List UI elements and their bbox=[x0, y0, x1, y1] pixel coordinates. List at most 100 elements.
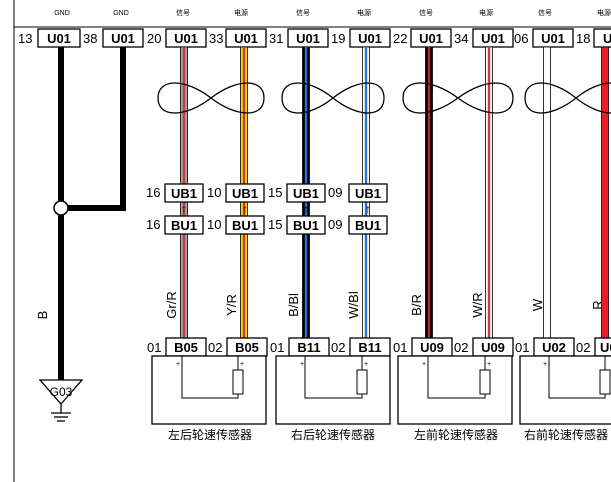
pin-number: 18 bbox=[576, 31, 590, 46]
connector-label: U01 bbox=[296, 31, 320, 46]
pin-number: 01 bbox=[393, 340, 407, 355]
pin-number: 02 bbox=[208, 340, 222, 355]
twisted-pair-icon bbox=[524, 82, 611, 114]
resistor-icon bbox=[599, 369, 611, 395]
svg-text:+: + bbox=[176, 361, 180, 368]
connector-label: B05 bbox=[235, 340, 259, 355]
top-pin: 20 U01 bbox=[147, 28, 207, 48]
twisted-pair-symbols bbox=[157, 82, 611, 114]
connector-label: UB1 bbox=[171, 186, 197, 201]
arrow-icon: ↑ bbox=[242, 202, 248, 216]
wire-code-labels: Gr/R Y/R B/Bl W/Bl B/R W/R W R bbox=[164, 291, 605, 319]
connector-box bbox=[349, 28, 391, 48]
pin-number: 16 bbox=[146, 185, 160, 200]
sensor-box: + + 右后轮速传感器 bbox=[275, 355, 391, 442]
bottom-pin: 02 B11 bbox=[331, 337, 391, 357]
pin-number: 19 bbox=[331, 31, 345, 46]
pin-number: 01 bbox=[270, 340, 284, 355]
resistor-icon bbox=[479, 369, 491, 395]
connector-label: UB1 bbox=[355, 186, 381, 201]
arrow-icon: ↑ bbox=[365, 202, 371, 216]
svg-text:+: + bbox=[300, 361, 304, 368]
inline-connector-pair: 15 UB1 ↑ 15 BU1 bbox=[268, 183, 326, 235]
ground-wires: B bbox=[35, 47, 126, 380]
connector-box bbox=[593, 28, 611, 48]
connector-label: U02 bbox=[600, 340, 611, 355]
wire-code-label: W/R bbox=[470, 292, 485, 317]
bottom-pin: 01 U09 bbox=[393, 337, 453, 357]
top-pin: 34 U01 bbox=[454, 28, 514, 48]
twisted-pair-icon bbox=[402, 82, 514, 114]
splice-point bbox=[53, 200, 69, 216]
top-pin: 18 U01 bbox=[576, 28, 611, 48]
resistor-icon bbox=[356, 369, 368, 395]
connector-label: U01 bbox=[419, 31, 443, 46]
top-pin: 19 U01 bbox=[331, 28, 391, 48]
twisted-pair-icon bbox=[281, 82, 385, 114]
bottom-pin: 01 U02 bbox=[515, 337, 575, 357]
connector-label: BU1 bbox=[171, 218, 197, 233]
func-label: GND bbox=[113, 10, 129, 17]
pin-number: 09 bbox=[328, 217, 342, 232]
wire-code-label: R bbox=[590, 300, 605, 309]
connector-label: U01 bbox=[481, 31, 505, 46]
connector-label: B11 bbox=[297, 340, 320, 355]
connector-label: BU1 bbox=[232, 218, 258, 233]
pin-number: 02 bbox=[331, 340, 345, 355]
top-pin: 13 U01 bbox=[18, 28, 81, 48]
connector-label: U01 bbox=[603, 31, 611, 46]
svg-text:+: + bbox=[364, 361, 368, 368]
func-label: GND bbox=[54, 10, 70, 17]
connector-label: BU1 bbox=[355, 218, 381, 233]
connector-label: U01 bbox=[111, 31, 135, 46]
wire-code-label: B/Bl bbox=[286, 293, 301, 317]
pin-number: 34 bbox=[454, 31, 468, 46]
sensor-boxes: + + 左后轮速传感器 + + 右后轮速传感器 + + 左前轮速传感器 bbox=[151, 355, 611, 442]
ground-symbol: G03 bbox=[38, 379, 84, 422]
sensor-wire bbox=[601, 46, 609, 339]
pin-number: 13 bbox=[18, 31, 32, 46]
top-function-labels: GND GND 信号 电源 信号 电源 信号 电源 信号 电源 bbox=[54, 8, 611, 17]
inline-connector-pair: 09 UB1 ↑ 09 BU1 bbox=[328, 183, 388, 235]
sensor-box: + + 左后轮速传感器 bbox=[151, 355, 267, 442]
pin-number: 33 bbox=[209, 31, 223, 46]
top-pin: 33 U01 bbox=[209, 28, 267, 48]
sensor-box: + + 左前轮速传感器 bbox=[397, 355, 513, 442]
connector-label: B11 bbox=[358, 340, 381, 355]
pin-number: 20 bbox=[147, 31, 161, 46]
pin-number: 01 bbox=[515, 340, 529, 355]
ground-label: G03 bbox=[50, 385, 73, 399]
pin-number: 22 bbox=[393, 31, 407, 46]
connector-label: U01 bbox=[358, 31, 382, 46]
pin-number: 02 bbox=[454, 340, 468, 355]
connector-label: U09 bbox=[481, 340, 505, 355]
sensor-name: 左后轮速传感器 bbox=[168, 427, 252, 442]
connector-label: UB1 bbox=[232, 186, 258, 201]
sensor-wire bbox=[485, 46, 493, 339]
bottom-pin: 02 U09 bbox=[454, 337, 514, 357]
bottom-pin: 02 B05 bbox=[208, 337, 268, 357]
pin-number: 10 bbox=[207, 185, 221, 200]
pin-number: 01 bbox=[147, 340, 161, 355]
func-label: 信号 bbox=[296, 8, 310, 17]
sensor-wire bbox=[543, 46, 551, 339]
bottom-pin: 02 U02 bbox=[576, 337, 611, 357]
connector-label: U01 bbox=[234, 31, 258, 46]
bottom-pin-row: 01 B05 02 B05 01 B11 02 B11 01 U09 02 U0… bbox=[147, 337, 611, 357]
pin-number: 06 bbox=[514, 31, 528, 46]
sensor-box: + 右前轮速传感器 bbox=[519, 355, 611, 442]
connector-label: B05 bbox=[174, 340, 198, 355]
top-pin: 31 U01 bbox=[269, 28, 329, 48]
sensor-name: 左前轮速传感器 bbox=[414, 427, 498, 442]
top-pin: 38 U01 bbox=[83, 28, 144, 48]
svg-text:+: + bbox=[422, 361, 426, 368]
top-pin: 22 U01 bbox=[393, 28, 452, 48]
connector-label: BU1 bbox=[293, 218, 319, 233]
inline-connectors: 16 UB1 ↑ 16 BU1 10 UB1 ↑ 10 BU1 15 UB1 ↑… bbox=[146, 183, 388, 235]
pin-number: 02 bbox=[576, 340, 590, 355]
connector-label: UB1 bbox=[293, 186, 319, 201]
pin-number: 15 bbox=[268, 217, 282, 232]
svg-text:+: + bbox=[543, 361, 547, 368]
pin-number: 15 bbox=[268, 185, 282, 200]
